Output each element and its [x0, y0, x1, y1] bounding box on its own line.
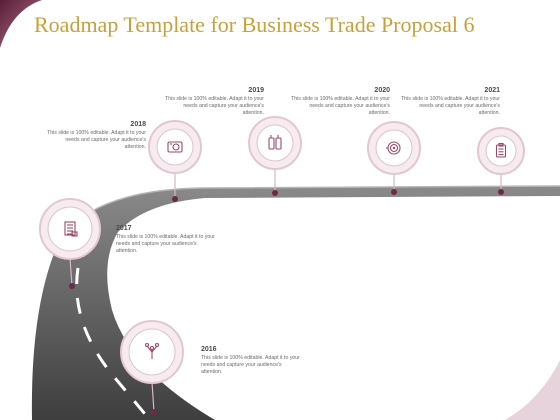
milestone-year-2021: 2021 [484, 87, 500, 94]
road-dot [151, 409, 157, 415]
milestone-marker-2019 [248, 116, 302, 196]
milestone-year-2018: 2018 [130, 121, 146, 128]
road [31, 185, 560, 420]
corner-decoration [0, 0, 42, 48]
milestone-text-2018: This slide is 100% editable. Adapt it to… [47, 130, 146, 150]
milestone-marker-2021 [477, 127, 525, 195]
road-dot [391, 189, 397, 195]
milestone-text-2020: This slide is 100% editable. Adapt it to… [291, 96, 390, 116]
milestone-text-2019: This slide is 100% editable. Adapt it to… [165, 96, 264, 116]
milestone-text-2021: This slide is 100% editable. Adapt it to… [401, 96, 500, 116]
corner-decoration-bottom [505, 360, 560, 420]
milestone-year-2020: 2020 [374, 87, 390, 94]
road-dot [69, 283, 75, 289]
road-dot [272, 190, 278, 196]
milestone-circle [156, 128, 194, 166]
milestone-year-2016: 2016 [201, 346, 217, 353]
milestone-marker-2016 [120, 320, 184, 415]
target-icon [386, 141, 401, 155]
milestone-marker-2020 [367, 121, 421, 195]
milestone-circle [485, 135, 517, 167]
camera-icon [167, 141, 183, 153]
milestone-text-2017: This slide is 100% editable. Adapt it to… [116, 234, 215, 254]
pin-line [69, 257, 73, 287]
road-dot [172, 196, 178, 202]
pin-line [151, 381, 155, 413]
milestone-text-2016: This slide is 100% editable. Adapt it to… [201, 355, 300, 375]
page-title: Roadmap Template for Business Trade Prop… [34, 12, 475, 37]
milestone-circle [256, 124, 294, 162]
milestone-marker-2018 [148, 120, 202, 202]
milestone-marker-2017 [39, 198, 101, 289]
document-icon [64, 221, 78, 237]
bottles-icon [268, 135, 282, 150]
clipboard-icon [495, 142, 507, 158]
tree-icon [144, 342, 160, 359]
road-dot [498, 189, 504, 195]
milestone-year-2017: 2017 [116, 225, 132, 232]
milestone-circle [47, 206, 93, 252]
milestone-year-2019: 2019 [248, 87, 264, 94]
